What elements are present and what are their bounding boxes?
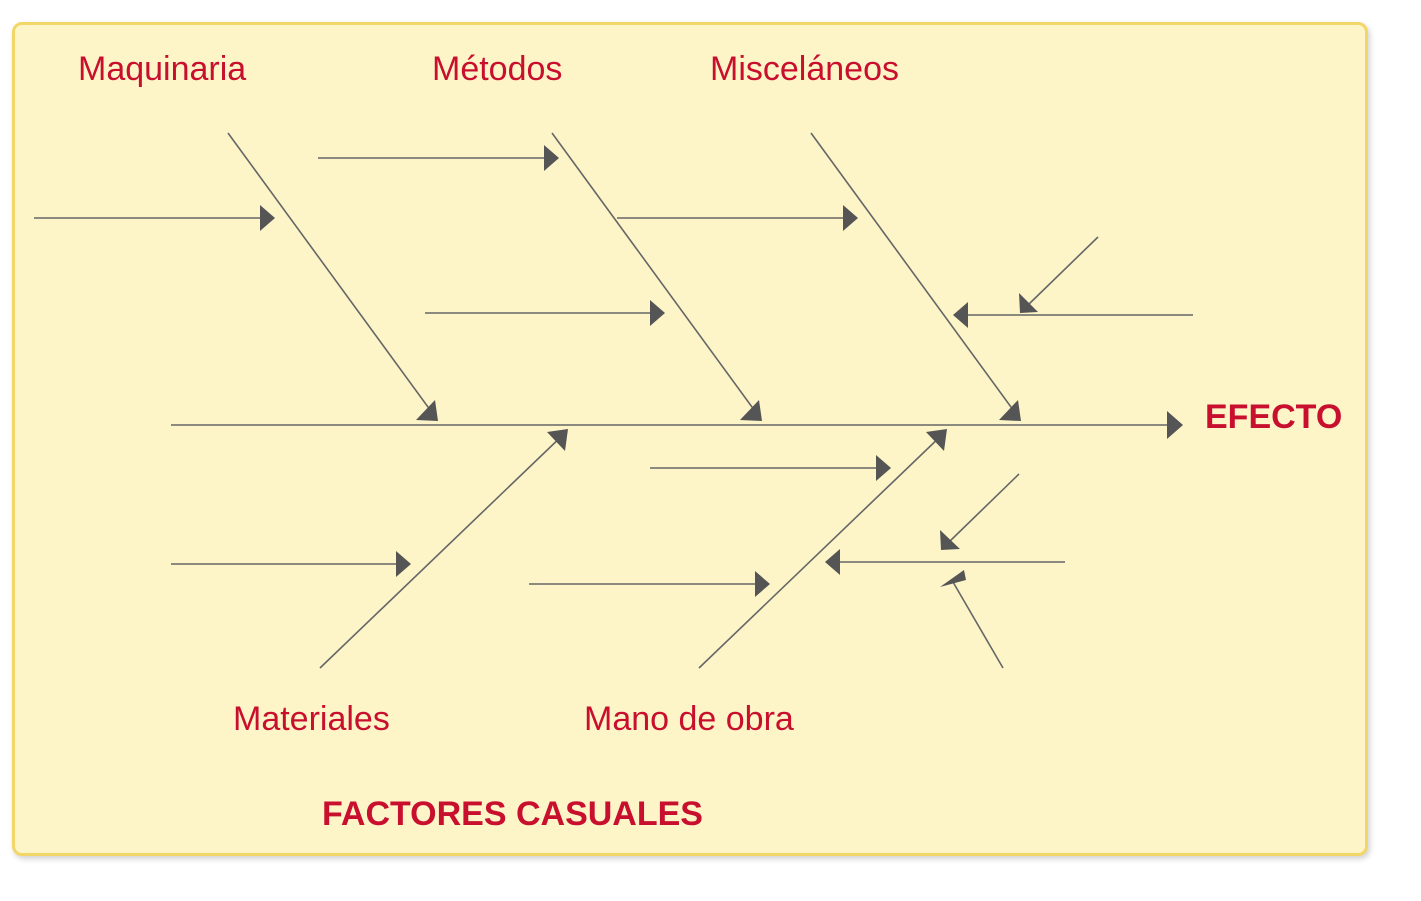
category-label-miscelaneos: Misceláneos xyxy=(710,50,899,88)
subcause-maquinaria-2-arrowhead xyxy=(544,145,559,171)
category-label-metodos: Métodos xyxy=(432,50,563,88)
category-label-materiales: Materiales xyxy=(233,700,390,738)
branch-maquinaria xyxy=(227,132,437,419)
subcause-mano-2-arrowhead xyxy=(755,571,770,597)
subcause-miscelaneos-1-arrowhead xyxy=(953,302,968,328)
subcause-mano-5 xyxy=(952,581,1004,669)
subcause-materiales-1-arrowhead xyxy=(396,551,411,577)
subcause-miscelaneos-2 xyxy=(1027,236,1099,306)
subcause-maquinaria-1-arrowhead xyxy=(260,205,275,231)
subcause-metodos-2-arrowhead xyxy=(843,205,858,231)
subcause-mano-4 xyxy=(948,473,1020,543)
diagram-panel xyxy=(12,22,1368,856)
subcause-metodos-1-arrowhead xyxy=(650,300,665,326)
branch-metodos xyxy=(551,132,761,419)
branch-miscelaneos xyxy=(810,132,1020,419)
subcause-mano-1-arrowhead xyxy=(876,455,891,481)
branch-materiales xyxy=(319,431,567,669)
branch-materiales-arrowhead xyxy=(547,429,568,451)
effect-label: EFECTO xyxy=(1205,398,1343,436)
subcause-mano-5-arrowhead xyxy=(940,570,966,587)
spine-arrowhead xyxy=(1167,411,1183,439)
subcause-miscelaneos-2-arrowhead xyxy=(1019,293,1038,313)
branch-metodos-arrowhead xyxy=(740,400,762,421)
category-label-mano-de-obra: Mano de obra xyxy=(584,700,794,738)
subcause-mano-4-arrowhead xyxy=(940,530,960,550)
branch-miscelaneos-arrowhead xyxy=(999,400,1021,421)
footer-label: FACTORES CASUALES xyxy=(322,795,703,833)
category-label-maquinaria: Maquinaria xyxy=(78,50,247,88)
branch-maquinaria-arrowhead xyxy=(416,400,438,421)
subcause-mano-3-arrowhead xyxy=(825,549,840,575)
branch-mano-de-obra xyxy=(698,431,946,669)
branch-mano-de-obra-arrowhead xyxy=(926,429,947,451)
